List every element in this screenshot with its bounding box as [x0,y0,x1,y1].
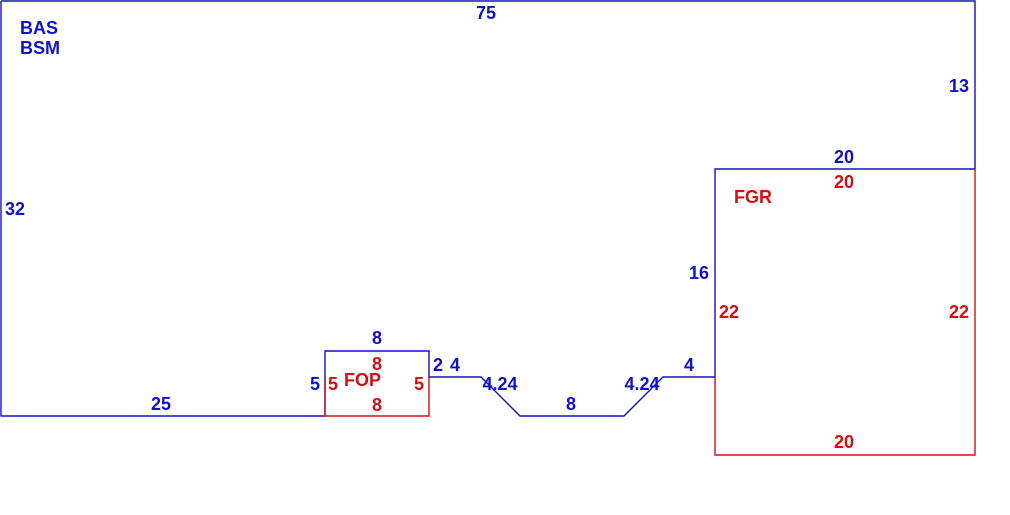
main-area-code-1: BAS [20,18,58,38]
fgr-dim-bottom: 20 [834,432,854,452]
dim-fgr-left: 16 [689,263,709,283]
fgr-dim-left: 22 [719,302,739,322]
fop-dim-left: 5 [328,374,338,394]
fop-area-outline [324,377,430,417]
dim-bottom-mid: 8 [566,394,576,414]
dim-fop-left: 5 [310,374,320,394]
dim-top: 75 [476,3,496,23]
fop-dim-top: 8 [372,354,382,374]
fgr-dim-right: 22 [949,302,969,322]
dim-diag-right: 4.24 [624,374,659,394]
dim-bottom-left: 25 [151,394,171,414]
main-area-outline [0,0,976,417]
fop-code: FOP [344,370,381,390]
dim-diag-left: 4.24 [482,374,517,394]
fop-dim-bottom: 8 [372,395,382,415]
dim-step-right: 4 [684,355,694,375]
dim-left: 32 [5,199,25,219]
fgr-dim-top: 20 [834,172,854,192]
dim-fgr-top: 20 [834,147,854,167]
fgr-area-outline [714,169,976,456]
fgr-code: FGR [734,187,772,207]
dim-step-4: 4 [450,355,460,375]
dim-right-upper: 13 [949,76,969,96]
fop-dim-right: 5 [414,374,424,394]
main-area-code-2: BSM [20,38,60,58]
dim-step-2: 2 [433,355,443,375]
dim-fop-top: 8 [372,328,382,348]
